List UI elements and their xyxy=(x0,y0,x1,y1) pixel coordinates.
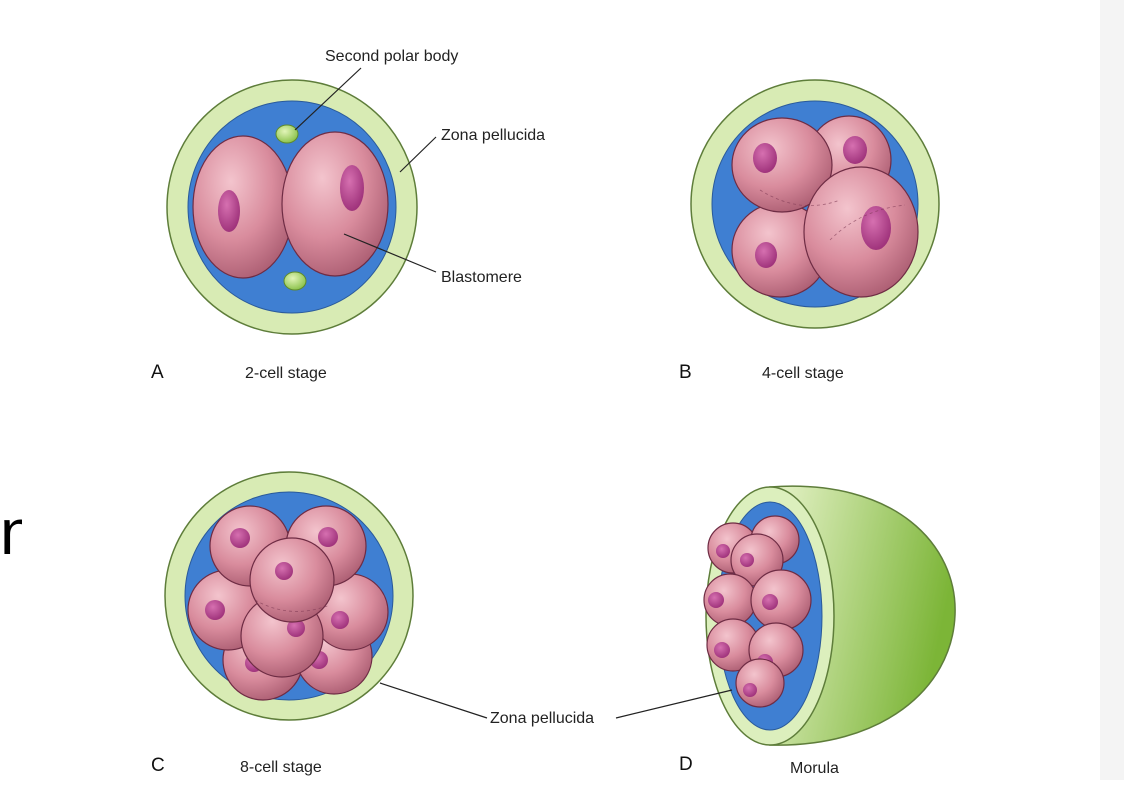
panel-letter-b: B xyxy=(679,362,692,383)
nucleus xyxy=(861,206,891,250)
nucleus xyxy=(287,619,305,637)
leader-second-polar-body xyxy=(294,67,362,131)
nucleus xyxy=(340,165,364,211)
panel-b-4-cell: B 4-cell stage xyxy=(679,79,940,383)
panel-letter-c: C xyxy=(151,755,165,776)
leader-zona-pellucida-d xyxy=(615,689,733,719)
panel-c-8-cell: C 8-cell stage xyxy=(151,471,488,776)
blastomere xyxy=(750,569,812,631)
nucleus xyxy=(230,528,250,548)
nucleus xyxy=(714,642,730,658)
polar-body-bottom xyxy=(283,271,307,291)
blastomere xyxy=(735,658,785,708)
blastomere xyxy=(803,166,919,298)
scrollbar-track[interactable] xyxy=(1100,0,1124,780)
cell-boundary xyxy=(829,204,906,241)
leader-blastomere xyxy=(343,233,437,273)
caption-2-cell-stage: 2-cell stage xyxy=(245,365,327,382)
blastomere xyxy=(249,537,335,623)
label-second-polar-body: Second polar body xyxy=(325,48,458,65)
blastomere-left xyxy=(192,135,294,279)
polar-body-top xyxy=(275,124,299,144)
panel-letter-d: D xyxy=(679,754,693,775)
caption-morula: Morula xyxy=(790,760,839,777)
panel-letter-a: A xyxy=(151,362,164,383)
leader-zona-pellucida-top xyxy=(399,136,437,173)
cropped-edge-text: n xyxy=(0,500,22,564)
nucleus xyxy=(275,562,293,580)
nucleus xyxy=(843,136,867,164)
blastomere xyxy=(731,117,833,213)
nucleus xyxy=(755,242,777,268)
caption-8-cell-stage: 8-cell stage xyxy=(240,759,322,776)
nucleus xyxy=(743,683,757,697)
label-blastomere: Blastomere xyxy=(441,269,522,286)
nucleus xyxy=(218,190,240,232)
blastomere-right xyxy=(281,131,389,277)
label-zona-pellucida-bottom: Zona pellucida xyxy=(490,710,594,727)
nucleus xyxy=(753,143,777,173)
panel-a-2-cell: Second polar body Zona pellucida Blastom… xyxy=(151,48,545,383)
nucleus xyxy=(716,544,730,558)
nucleus xyxy=(331,611,349,629)
leader-zona-pellucida-c xyxy=(379,682,488,719)
nucleus xyxy=(762,594,778,610)
nucleus xyxy=(205,600,225,620)
caption-4-cell-stage: 4-cell stage xyxy=(762,365,844,382)
cell-boundary xyxy=(759,189,841,206)
nucleus xyxy=(708,592,724,608)
cell-boundary xyxy=(254,599,331,612)
label-zona-pellucida-top: Zona pellucida xyxy=(441,127,545,144)
panel-d-morula: D Morula xyxy=(615,485,956,777)
nucleus xyxy=(740,553,754,567)
nucleus xyxy=(318,527,338,547)
